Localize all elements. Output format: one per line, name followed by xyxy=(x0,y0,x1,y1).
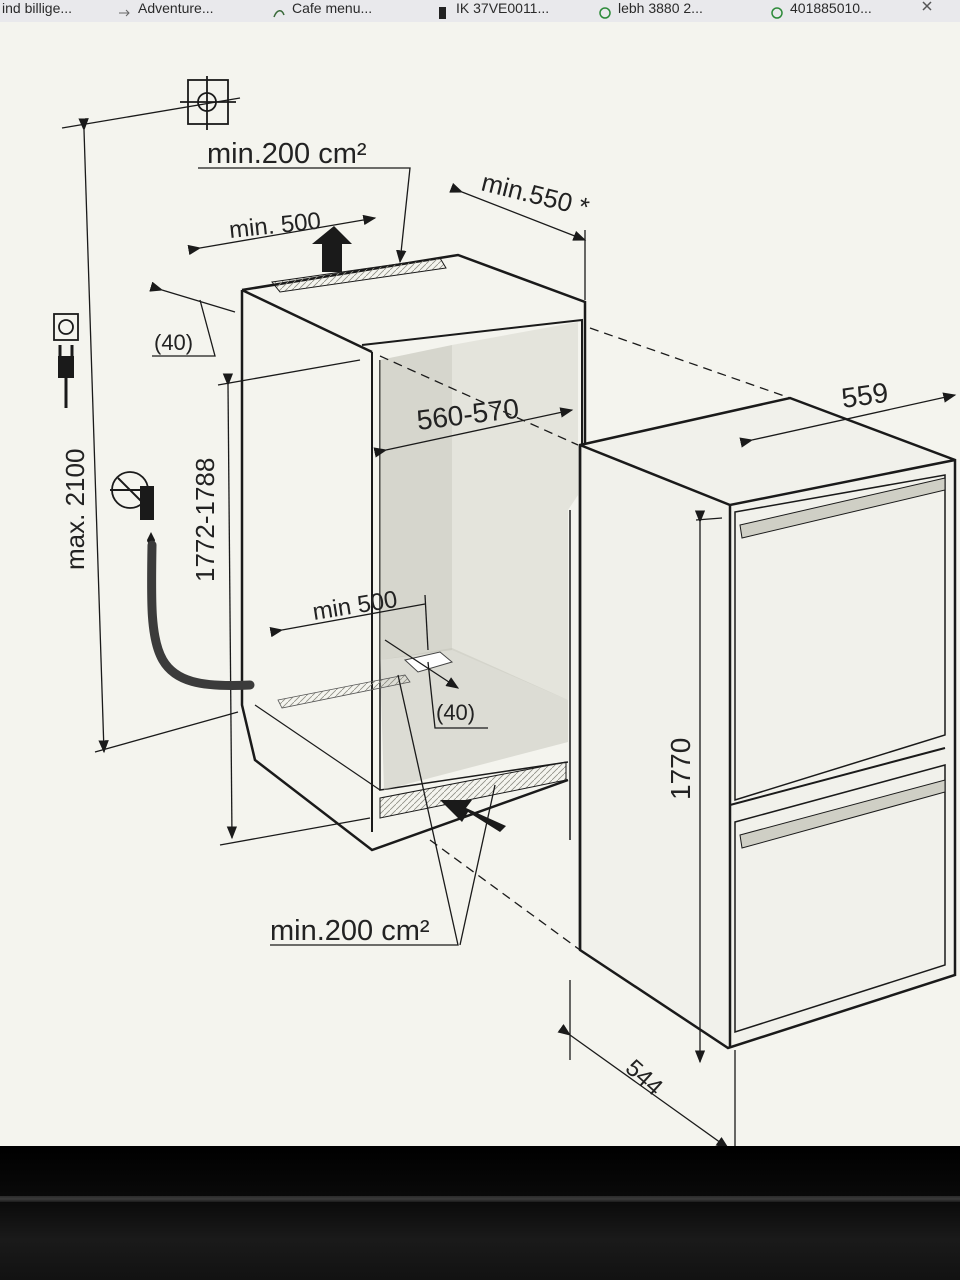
bookmark-6[interactable]: 401885010... xyxy=(770,0,872,20)
installation-diagram: min.200 cm² min.550 * min. 500 (40) max.… xyxy=(53,76,957,1149)
label-appliance-height: 1770 xyxy=(665,738,696,800)
label-gap-top: (40) xyxy=(154,330,193,355)
bookmark-3[interactable]: Cafe menu... xyxy=(272,0,372,19)
label-appliance-width: 559 xyxy=(840,377,891,414)
hidden-lines xyxy=(241,289,791,951)
gas-symbol-icon xyxy=(180,76,236,130)
bookmark-5[interactable]: lebh 3880 2... xyxy=(598,0,703,20)
monitor-edge xyxy=(0,1196,960,1202)
label-niche-height: 1772-1788 xyxy=(190,458,220,582)
globe-icon xyxy=(770,3,784,20)
power-socket-icon xyxy=(53,313,79,341)
label-max-height: max. 2100 xyxy=(60,449,90,570)
dimension-lines xyxy=(61,97,957,1149)
bookmark-2[interactable]: Adventure... xyxy=(118,0,214,19)
bookmarks-bar: ind billige... Adventure... Cafe menu...… xyxy=(0,0,960,23)
bookmark-4[interactable]: IK 37VE0011... xyxy=(436,0,549,20)
water-tap-icon xyxy=(110,471,255,691)
appliance xyxy=(569,396,957,1050)
label-vent-top: min.200 cm² xyxy=(207,138,367,170)
airflow-arrow-icon xyxy=(312,226,506,832)
niche-interior-shade xyxy=(380,322,578,790)
cafe-logo-icon xyxy=(272,3,286,18)
label-depth-top: min.550 * xyxy=(479,167,593,223)
close-tab-button[interactable] xyxy=(920,0,934,19)
diagram-viewer: min.200 cm² min.550 * min. 500 (40) max.… xyxy=(0,22,960,1149)
label-gap-bottom: (40) xyxy=(436,700,475,725)
monitor-bezel xyxy=(0,1146,960,1280)
label-appliance-depth: 544 xyxy=(620,1054,668,1101)
plug-icon xyxy=(58,345,74,408)
label-width-top: min. 500 xyxy=(228,207,322,243)
globe-icon xyxy=(598,3,612,20)
close-icon xyxy=(922,1,932,11)
page-icon xyxy=(436,3,450,20)
label-vent-bottom: min.200 cm² xyxy=(270,915,430,947)
arrow-icon xyxy=(118,3,132,17)
bookmark-1[interactable]: ind billige... xyxy=(2,0,73,16)
